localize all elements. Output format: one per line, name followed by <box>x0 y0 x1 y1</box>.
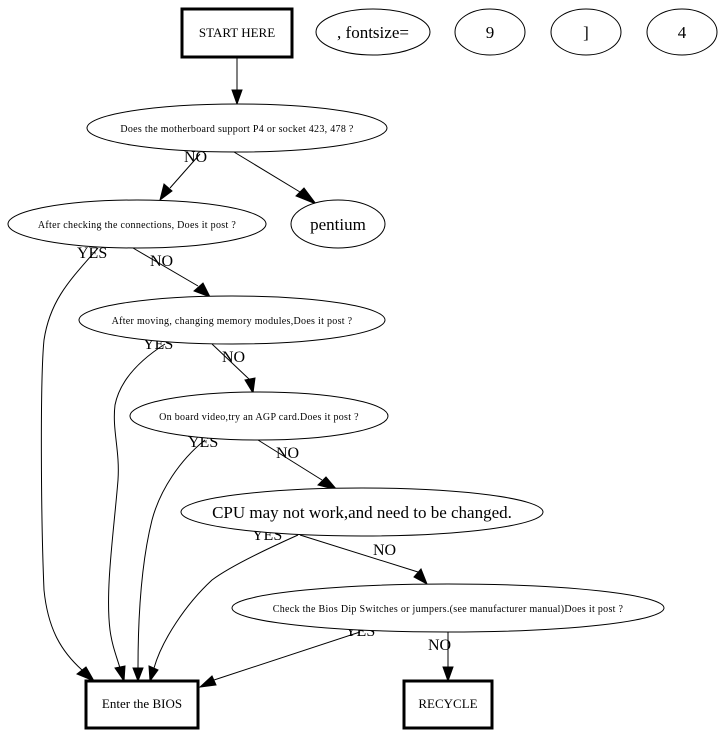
node-question-video[interactable]: On board video,try an AGP card.Does it p… <box>129 391 389 441</box>
arrowhead-icon <box>244 377 256 395</box>
arrowhead-icon <box>317 476 339 491</box>
edge-video-to-cpu: NO <box>257 439 339 491</box>
edge-connections-to-bios: YES <box>40 245 107 683</box>
edge-bios-switch-to-bios: YES <box>198 623 375 688</box>
node-recycle[interactable]: RECYCLE <box>402 679 494 730</box>
node-label: Check the Bios Dip Switches or jumpers.(… <box>273 604 624 615</box>
arrowhead-icon <box>193 282 212 298</box>
node-label: CPU may not work,and need to be changed. <box>212 503 512 522</box>
edge-start-to-motherboard <box>231 57 243 106</box>
edge-memory-to-bios: YES <box>108 336 173 683</box>
arrowhead-icon <box>114 665 126 683</box>
node-label: RECYCLE <box>418 696 477 711</box>
node-label: START HERE <box>199 25 275 40</box>
node-label: After moving, changing memory modules,Do… <box>112 316 353 327</box>
node-label: Does the motherboard support P4 or socke… <box>120 124 354 135</box>
arrowhead-icon <box>132 667 144 683</box>
node-question-bios-switches[interactable]: Check the Bios Dip Switches or jumpers.(… <box>231 583 665 633</box>
node-question-connections[interactable]: After checking the connections, Does it … <box>7 199 267 249</box>
edge-label-no: NO <box>184 149 207 166</box>
edge-label-no: NO <box>428 637 451 654</box>
node-question-memory[interactable]: After moving, changing memory modules,Do… <box>78 295 386 345</box>
edge-memory-to-video: NO <box>211 343 256 395</box>
node-question-motherboard[interactable]: Does the motherboard support P4 or socke… <box>86 103 388 153</box>
node-nine[interactable]: 9 <box>454 8 526 56</box>
arrowhead-icon <box>148 665 159 683</box>
edge-video-to-bios: YES <box>132 434 218 683</box>
arrowhead-icon <box>295 187 318 206</box>
arrowhead-icon <box>231 89 243 106</box>
edge-label-no: NO <box>276 445 299 462</box>
node-fontsize[interactable]: , fontsize= <box>315 8 431 56</box>
arrowhead-icon <box>413 568 428 586</box>
node-enter-bios[interactable]: Enter the BIOS <box>84 679 200 730</box>
edge-label-no: NO <box>373 542 396 559</box>
node-four[interactable]: 4 <box>646 8 718 56</box>
arrowhead-icon <box>159 183 173 202</box>
node-label: After checking the connections, Does it … <box>38 220 236 231</box>
edge-bios-switch-to-recycle: NO <box>428 631 454 683</box>
node-label: 4 <box>678 23 687 42</box>
edge-motherboard-to-pentium <box>233 151 318 206</box>
edge-label-no: NO <box>150 253 173 270</box>
node-label: 9 <box>486 23 495 42</box>
node-pentium[interactable]: pentium <box>290 199 386 249</box>
node-label: Enter the BIOS <box>102 696 182 711</box>
node-cpu[interactable]: CPU may not work,and need to be changed. <box>180 487 544 537</box>
arrowhead-icon <box>198 675 217 688</box>
node-label: , fontsize= <box>337 23 409 42</box>
nodes: START HERE , fontsize= 9 ] 4 Does the mo… <box>7 7 718 730</box>
edge-label-yes: YES <box>77 245 107 262</box>
edge-label-no: NO <box>222 349 245 366</box>
arrowhead-icon <box>442 666 454 683</box>
node-label: pentium <box>310 215 366 234</box>
edge-connections-to-memory: NO <box>132 247 212 298</box>
edge-motherboard-to-connections: NO <box>159 149 207 202</box>
edge-cpu-to-bios-switch: NO <box>299 534 428 586</box>
node-start-here[interactable]: START HERE <box>180 7 294 59</box>
node-label: On board video,try an AGP card.Does it p… <box>159 412 359 423</box>
node-label: ] <box>583 23 589 42</box>
node-bracket[interactable]: ] <box>550 8 622 56</box>
arrowhead-icon <box>76 666 96 683</box>
